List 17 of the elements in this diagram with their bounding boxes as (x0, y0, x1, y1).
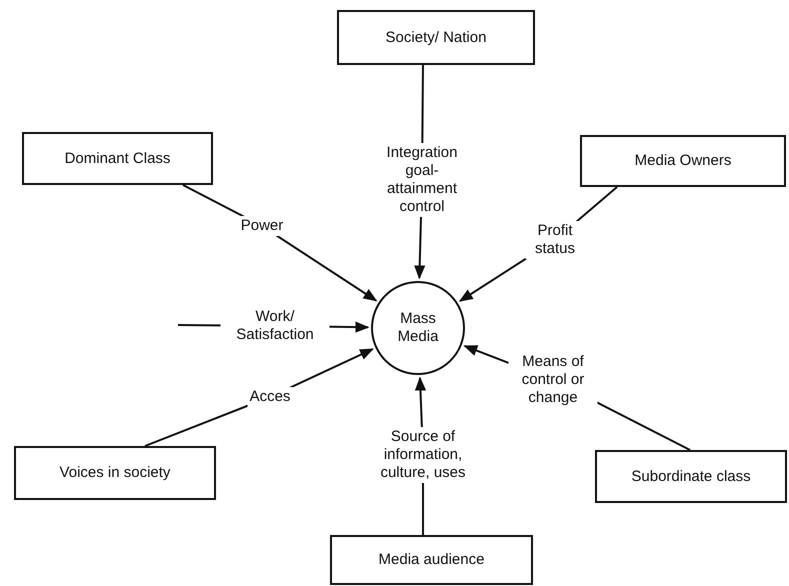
actor-box (337, 10, 535, 65)
edge-label: Acces (248, 387, 292, 407)
node-label: Voices in society (60, 464, 170, 482)
edge-label: Means of control or change (508, 352, 598, 408)
node-label: Society/ Nation (386, 28, 486, 46)
actor-box (330, 535, 533, 585)
actor-box (595, 450, 787, 503)
node-label: Media audience (378, 551, 484, 569)
edge-label: Power (238, 216, 286, 236)
actor-box (22, 132, 213, 185)
actor-box (14, 446, 216, 500)
node-label: Dominant Class (64, 150, 170, 168)
edge-label: Source of information, culture, uses (378, 427, 468, 483)
node-label: Subordinate class (631, 468, 751, 486)
node-label: Mass Media (396, 310, 440, 346)
actor-box (580, 135, 786, 187)
node-label: Media Owners (634, 152, 732, 170)
